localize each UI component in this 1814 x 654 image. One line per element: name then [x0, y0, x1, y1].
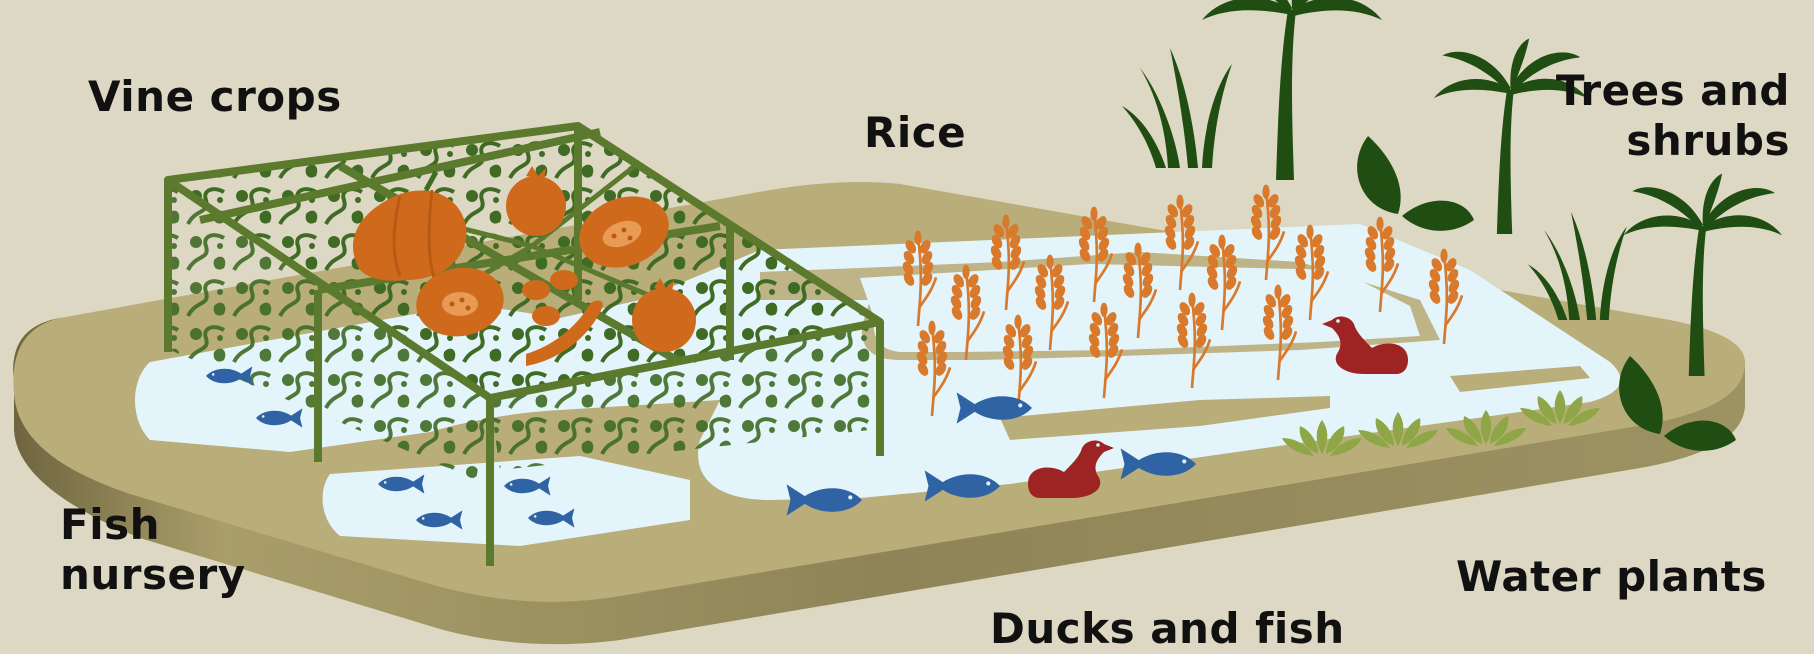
label-fish-line2: nursery [60, 550, 246, 600]
label-rice-text: Rice [864, 108, 966, 158]
label-fish-nursery: Fish nursery [60, 500, 246, 599]
label-trees-line2: shrubs [1510, 116, 1790, 166]
label-water-plants: Water plants [1456, 552, 1767, 602]
grass-icon [1122, 48, 1232, 168]
label-fish-line1: Fish [60, 500, 246, 550]
label-trees-line1: Trees and [1510, 66, 1790, 116]
label-ducks-and-fish-text: Ducks and fish [990, 604, 1345, 654]
label-vine-crops: Vine crops [88, 72, 342, 122]
palm-tree-icon [1202, 0, 1382, 180]
label-vine-crops-text: Vine crops [88, 72, 342, 122]
label-water-plants-text: Water plants [1456, 552, 1767, 602]
label-trees-and-shrubs: Trees and shrubs [1510, 66, 1790, 165]
leaf-icon [1357, 136, 1474, 231]
label-rice: Rice [864, 108, 966, 158]
label-ducks-and-fish: Ducks and fish [990, 604, 1345, 654]
